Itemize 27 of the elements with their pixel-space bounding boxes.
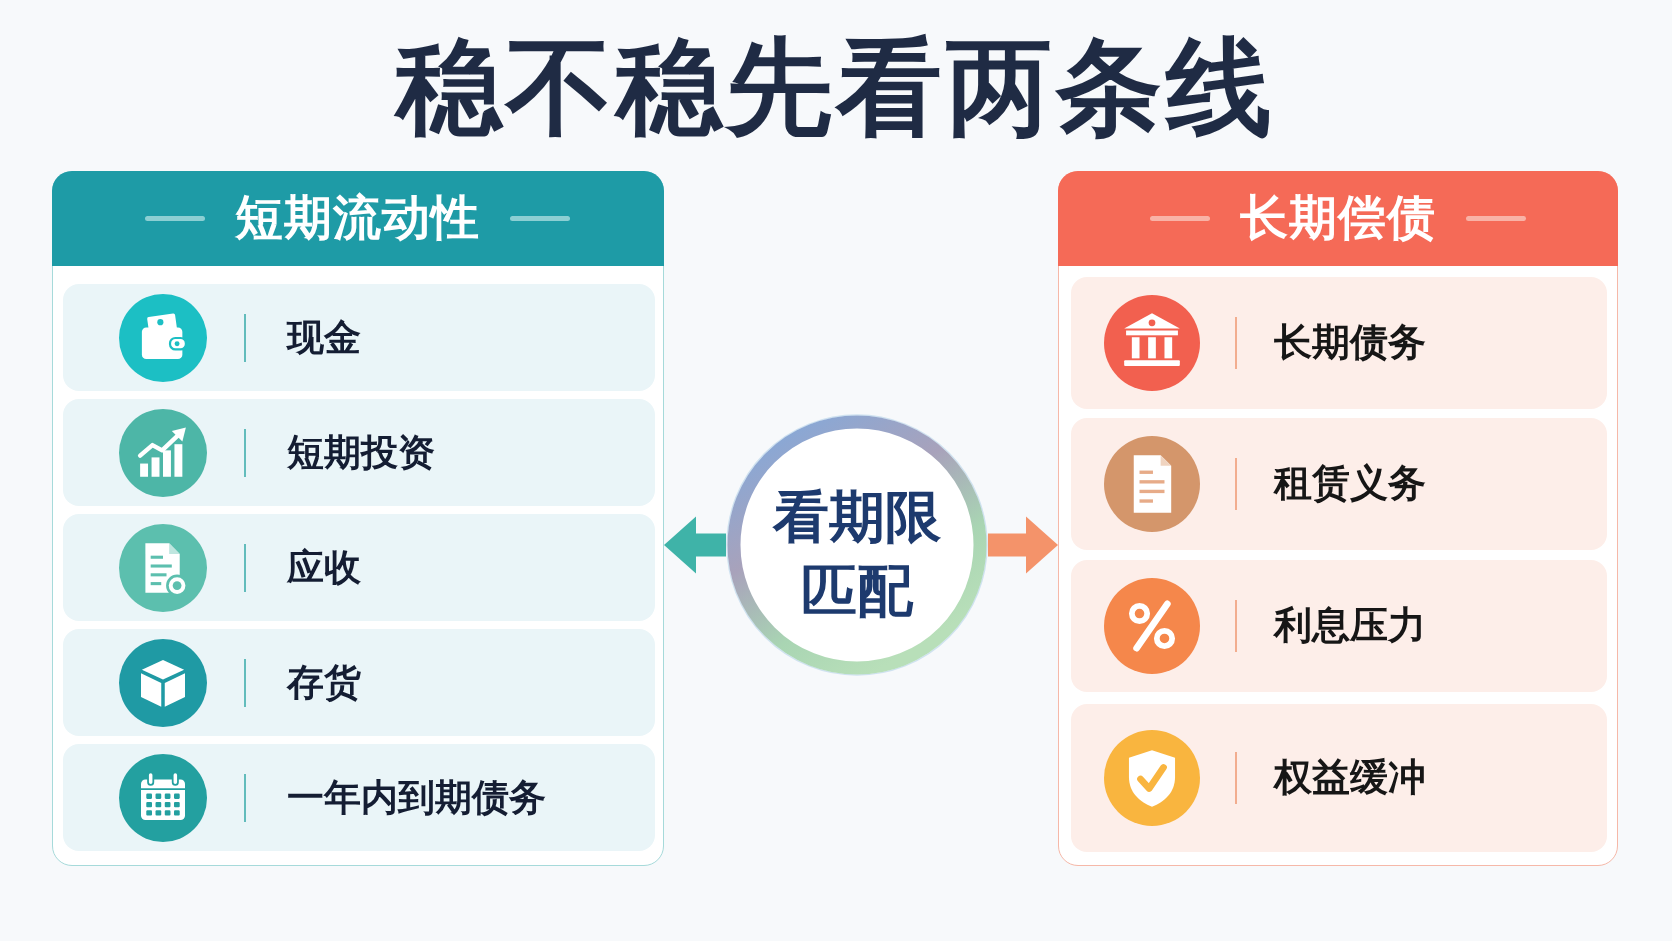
row-label: 应收 [287,544,361,591]
ring-circle [726,414,988,676]
list-row [1071,277,1607,409]
title: 稳不稳先看两条线 [396,27,1276,149]
list-row [1071,560,1607,692]
block-arrow [988,516,1058,574]
row-label: 长期债务 [1274,319,1426,367]
list-row [1071,418,1607,550]
panel [1058,171,1618,866]
row-label: 租赁义务 [1274,460,1426,508]
list-row [63,629,655,736]
row-label: 利息压力 [1274,602,1426,650]
row-label: 现金 [287,314,361,361]
row-label: 短期投资 [287,429,435,476]
list-row [63,744,655,851]
block-arrow [664,516,726,574]
circle-label: 看期限匹配 [771,482,942,625]
panel-heading: 短期流动性 [235,188,480,247]
list-row [63,284,655,391]
row-label: 存货 [287,659,361,706]
list-row [63,399,655,506]
list-row [1071,704,1607,852]
panel [52,171,664,866]
panel-heading: 长期偿债 [1239,188,1436,247]
list-row [63,514,655,621]
row-label: 权益缓冲 [1274,754,1426,802]
row-label: 一年内到期债务 [287,774,546,821]
